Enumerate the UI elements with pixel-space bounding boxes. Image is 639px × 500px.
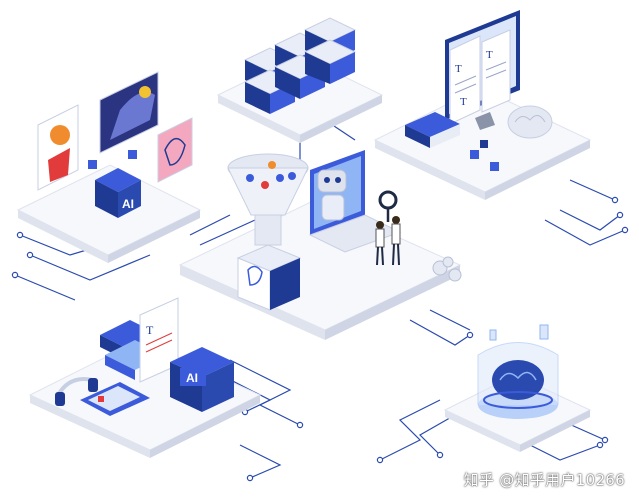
platform-media <box>28 339 262 458</box>
book-t: T <box>146 323 154 337</box>
doc-t3: T <box>460 96 467 108</box>
tablet-icon <box>80 382 150 416</box>
headphones-icon <box>55 377 98 406</box>
page-open: T <box>139 297 179 383</box>
funnel-icon <box>227 153 309 246</box>
grid-cubes <box>470 140 499 171</box>
gear-icon <box>432 256 462 282</box>
art-frames <box>37 71 193 191</box>
ai-cube-left-label: AI <box>122 197 134 211</box>
book-stack-icon <box>405 112 460 148</box>
ai-cube-bottom-label: AI <box>186 371 198 385</box>
people-figures <box>375 216 401 266</box>
doc-t1: T <box>455 63 462 75</box>
document-pages: T T T <box>449 29 511 125</box>
server-stack-icon <box>243 17 357 114</box>
magnifier-icon <box>378 190 398 222</box>
doc-t2: T <box>486 49 493 61</box>
watermark: 知乎 @知乎用户10266 <box>463 471 625 489</box>
ai-cube-left: AI <box>88 150 141 218</box>
robot-icon <box>317 169 347 221</box>
ai-cube-bottom: AI <box>170 347 234 412</box>
hologram-brain-icon <box>477 324 559 419</box>
brain-icon <box>507 105 553 139</box>
server-box <box>236 244 302 311</box>
